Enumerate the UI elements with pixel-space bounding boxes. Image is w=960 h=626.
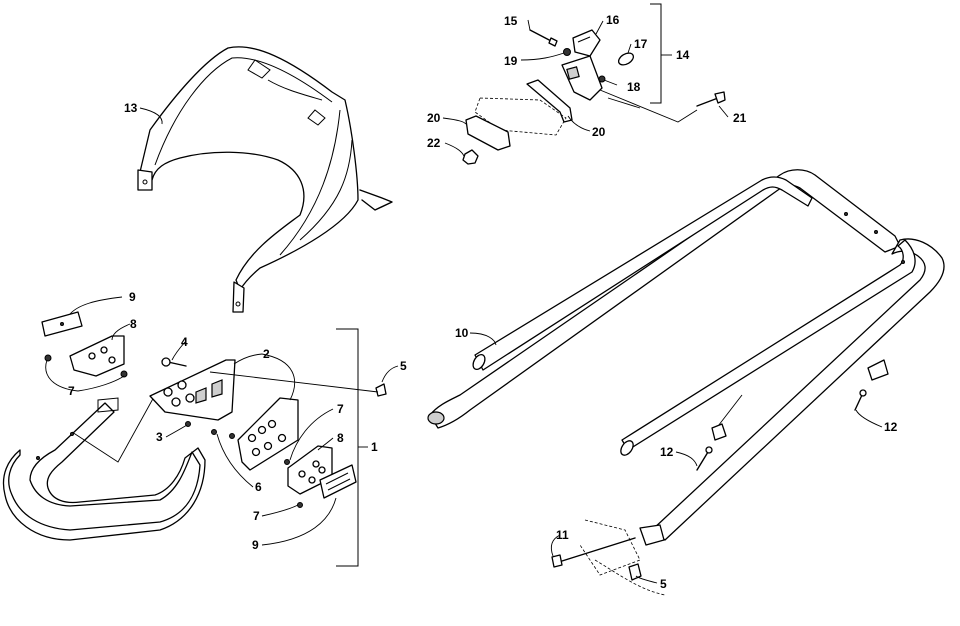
callout-12a: 12 [884,420,898,434]
callout-10: 10 [455,326,469,340]
callout-3: 3 [156,430,163,444]
hood-cover-part [137,46,393,313]
callout-7b: 7 [337,402,344,416]
callout-21: 21 [733,111,747,125]
callout-16: 16 [606,13,620,27]
callout-2: 2 [263,347,270,361]
rear-bumper-part [427,169,945,596]
callout-7c: 7 [253,509,260,523]
callout-4: 4 [181,335,188,349]
callout-8b: 8 [337,431,344,445]
front-bumper-assembly-part [2,311,387,541]
callout-9b: 9 [252,538,259,552]
callout-20b: 20 [592,125,606,139]
callout-leaders [45,19,883,584]
callout-12b: 12 [660,445,674,459]
callout-15: 15 [504,14,518,28]
callout-6: 6 [255,480,262,494]
assembly-14-bracket [650,3,662,104]
callout-8a: 8 [130,317,137,331]
callout-22: 22 [427,136,441,150]
callout-19: 19 [504,54,518,68]
callout-14: 14 [676,48,690,62]
assembly-1-bracket [336,328,359,567]
callout-13: 13 [124,101,138,115]
callout-5b: 5 [660,577,667,591]
callout-11: 11 [556,528,569,542]
callout-1: 1 [371,440,378,454]
callout-7a: 7 [68,384,75,398]
callout-20a: 20 [427,111,441,125]
latch-assembly-parts [462,29,726,165]
callout-5a: 5 [400,359,407,373]
callout-18: 18 [627,80,641,94]
callout-9a: 9 [129,290,136,304]
callout-labels: 1 2 3 4 5 5 6 7 7 7 8 8 9 9 10 11 12 12 … [68,13,898,591]
callout-17: 17 [634,37,648,51]
